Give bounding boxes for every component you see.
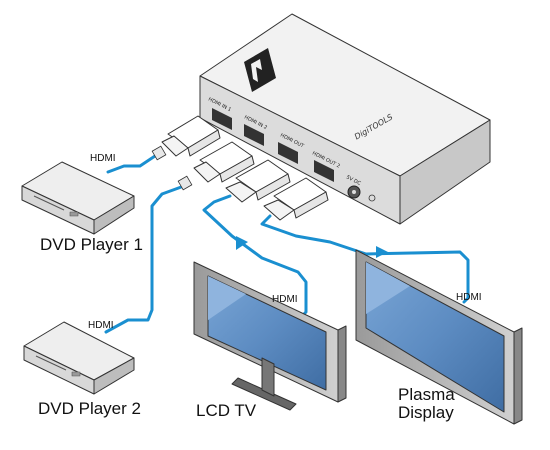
hdmi-plug-in-1 <box>161 115 221 157</box>
hdmi-plug-out-2 <box>263 177 329 221</box>
lcd-tv <box>193 261 347 411</box>
lcd-tv-label: LCD TV <box>196 401 257 420</box>
plasma-display <box>355 249 523 425</box>
dvd2-cable-label: HDMI <box>88 320 114 331</box>
dvd-player-1-label: DVD Player 1 <box>40 235 143 254</box>
hdmi-plug-out-1 <box>225 159 291 203</box>
cable-plasma <box>260 214 470 304</box>
plasma-display-label: Plasma Display <box>398 386 455 422</box>
plasma-label-line1: Plasma <box>398 385 455 404</box>
dvd1-cable-label: HDMI <box>90 153 116 164</box>
cable-dvd1 <box>106 152 160 174</box>
dvd-player-2-label: DVD Player 2 <box>38 399 141 418</box>
arrow-plasma <box>376 246 388 258</box>
arrow-lcd <box>236 236 248 250</box>
hdmi-plug-in-2 <box>193 141 255 183</box>
dvd-player-1 <box>21 161 135 235</box>
connector-dvd2-end <box>177 175 193 191</box>
plasma-label-line2: Display <box>398 403 454 422</box>
cable-lcd <box>202 194 308 320</box>
connector-dvd1-end <box>151 145 167 161</box>
dvd-player-2 <box>23 321 135 395</box>
lcd-cable-label: HDMI <box>272 294 298 305</box>
cable-dvd2 <box>104 184 186 334</box>
kramer-logo <box>244 48 276 92</box>
plasma-cable-label: HDMI <box>456 292 482 303</box>
